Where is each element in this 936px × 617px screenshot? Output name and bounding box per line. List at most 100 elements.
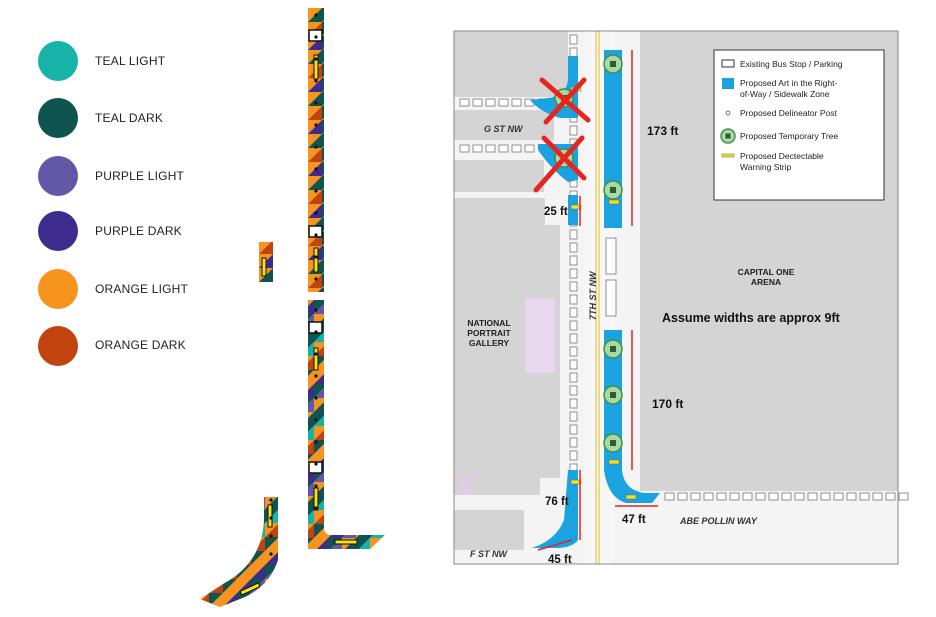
art-tile: [308, 426, 314, 440]
art-dot: [314, 330, 318, 334]
art-tile: [322, 92, 324, 106]
art-tile: [308, 190, 322, 204]
art-tile: [308, 370, 314, 384]
swatch-label-orange-light: ORANGE LIGHT: [95, 282, 189, 296]
building-sw: [454, 510, 524, 550]
bus-stop-rect: [511, 144, 522, 153]
tree-center-icon: [725, 133, 731, 139]
bus-stop-rect: [472, 98, 483, 107]
map-legend: Existing Bus Stop / Parking Proposed Art…: [713, 49, 885, 201]
measure-45: 45 ft: [548, 554, 572, 566]
art-tile: [308, 106, 322, 120]
art-yellow-bar: [261, 257, 267, 277]
bus-stop-rect: [569, 294, 578, 305]
art-tile: [322, 288, 324, 292]
art-tile: [209, 593, 223, 607]
bus-stop-rect: [569, 307, 578, 318]
arena-label-1: CAPITAL ONE: [738, 267, 795, 277]
art-tile: [308, 274, 322, 288]
width-note: Assume widths are approx 9ft: [662, 311, 841, 325]
art-tile: [251, 565, 265, 579]
art-dot: [314, 484, 318, 488]
bus-stop-rect: [459, 144, 470, 153]
art-tile: [265, 523, 278, 537]
art-yellow-bar: [239, 582, 261, 596]
art-tile: [322, 146, 324, 148]
legend-item-delineator: Proposed Delineator Post: [740, 108, 838, 118]
art-tile: [308, 288, 322, 292]
bus-stop-rect: [729, 492, 740, 501]
tree-center: [610, 346, 616, 352]
bus-stop-rect: [459, 98, 470, 107]
bus-stop-rect: [742, 492, 753, 501]
art-tile: [308, 510, 314, 524]
art-tile: [308, 342, 314, 356]
bus-stop-rect: [768, 492, 779, 501]
bus-stop-rect: [524, 144, 535, 153]
art-tile: [314, 538, 328, 549]
art-dot: [314, 101, 318, 105]
art-tile: [322, 174, 324, 176]
art-tile: [318, 288, 322, 292]
art-yellow-bar: [313, 487, 319, 511]
art-tile: [322, 204, 324, 218]
art-tile: [322, 76, 324, 78]
swatch-teal-dark: [38, 98, 78, 138]
art-tile: [322, 188, 324, 190]
art-tile: [265, 551, 278, 565]
legend-item-tree: Proposed Temporary Tree: [740, 131, 838, 141]
swatch-purple-light: [38, 156, 78, 196]
swatch-circle: [38, 326, 78, 366]
art-tile: [308, 134, 322, 148]
bus-stop-rect: [569, 47, 578, 58]
swatch-label-teal-dark: TEAL DARK: [95, 111, 164, 125]
bus-stop-rect: [569, 359, 578, 370]
bus-stop-rect: [569, 333, 578, 344]
blue-square-icon: [722, 78, 734, 89]
measure-25: 25 ft: [544, 206, 568, 218]
warning-strip: [570, 204, 582, 210]
art-tile: [322, 62, 324, 64]
art-tile: [322, 216, 324, 218]
bus-stop-rect: [703, 492, 714, 501]
swatch-orange-light: [38, 269, 78, 309]
art-tile: [322, 202, 324, 204]
warning-strip: [570, 479, 582, 485]
swatch-teal-light: [38, 41, 78, 81]
art-dot: [314, 35, 318, 39]
art-tile: [308, 538, 314, 549]
art-tile: [322, 162, 324, 176]
bus-stop-rect: [846, 492, 857, 501]
art-tile: [322, 286, 324, 288]
bus-stop-rect: [569, 268, 578, 279]
art-tile: [237, 565, 251, 579]
removed-mark-bottom: [533, 135, 587, 193]
swatch-label-purple-dark: PURPLE DARK: [95, 224, 182, 238]
art-dot: [314, 396, 318, 400]
map-frame: [453, 30, 899, 565]
art-tile: [308, 176, 322, 190]
arena-label-2: ARENA: [751, 277, 781, 287]
bus-stop-rect: [664, 492, 675, 501]
art-strip-details: [239, 13, 358, 596]
bus-stop-rect: [833, 492, 844, 501]
art-tile: [251, 551, 265, 565]
art-dot: [314, 255, 318, 259]
bus-stop-rect: [605, 279, 617, 317]
art-dot: [314, 79, 318, 83]
art-dot: [314, 211, 318, 215]
art-yellow-bar: [313, 247, 319, 273]
art-tile: [265, 537, 278, 551]
bus-stop-rect: [716, 492, 727, 501]
bus-stop-rect: [569, 229, 578, 240]
art-tile: [322, 106, 324, 120]
art-tile: [308, 398, 314, 412]
bus-stop-rect: [569, 372, 578, 383]
swatch-circle: [38, 98, 78, 138]
art-yellow-bar: [313, 347, 319, 371]
art-tile: [308, 384, 314, 398]
bus-stop-rect: [885, 492, 896, 501]
art-zone-25ft: [568, 195, 578, 225]
art-dot: [314, 57, 318, 61]
swatch-circle: [38, 156, 78, 196]
